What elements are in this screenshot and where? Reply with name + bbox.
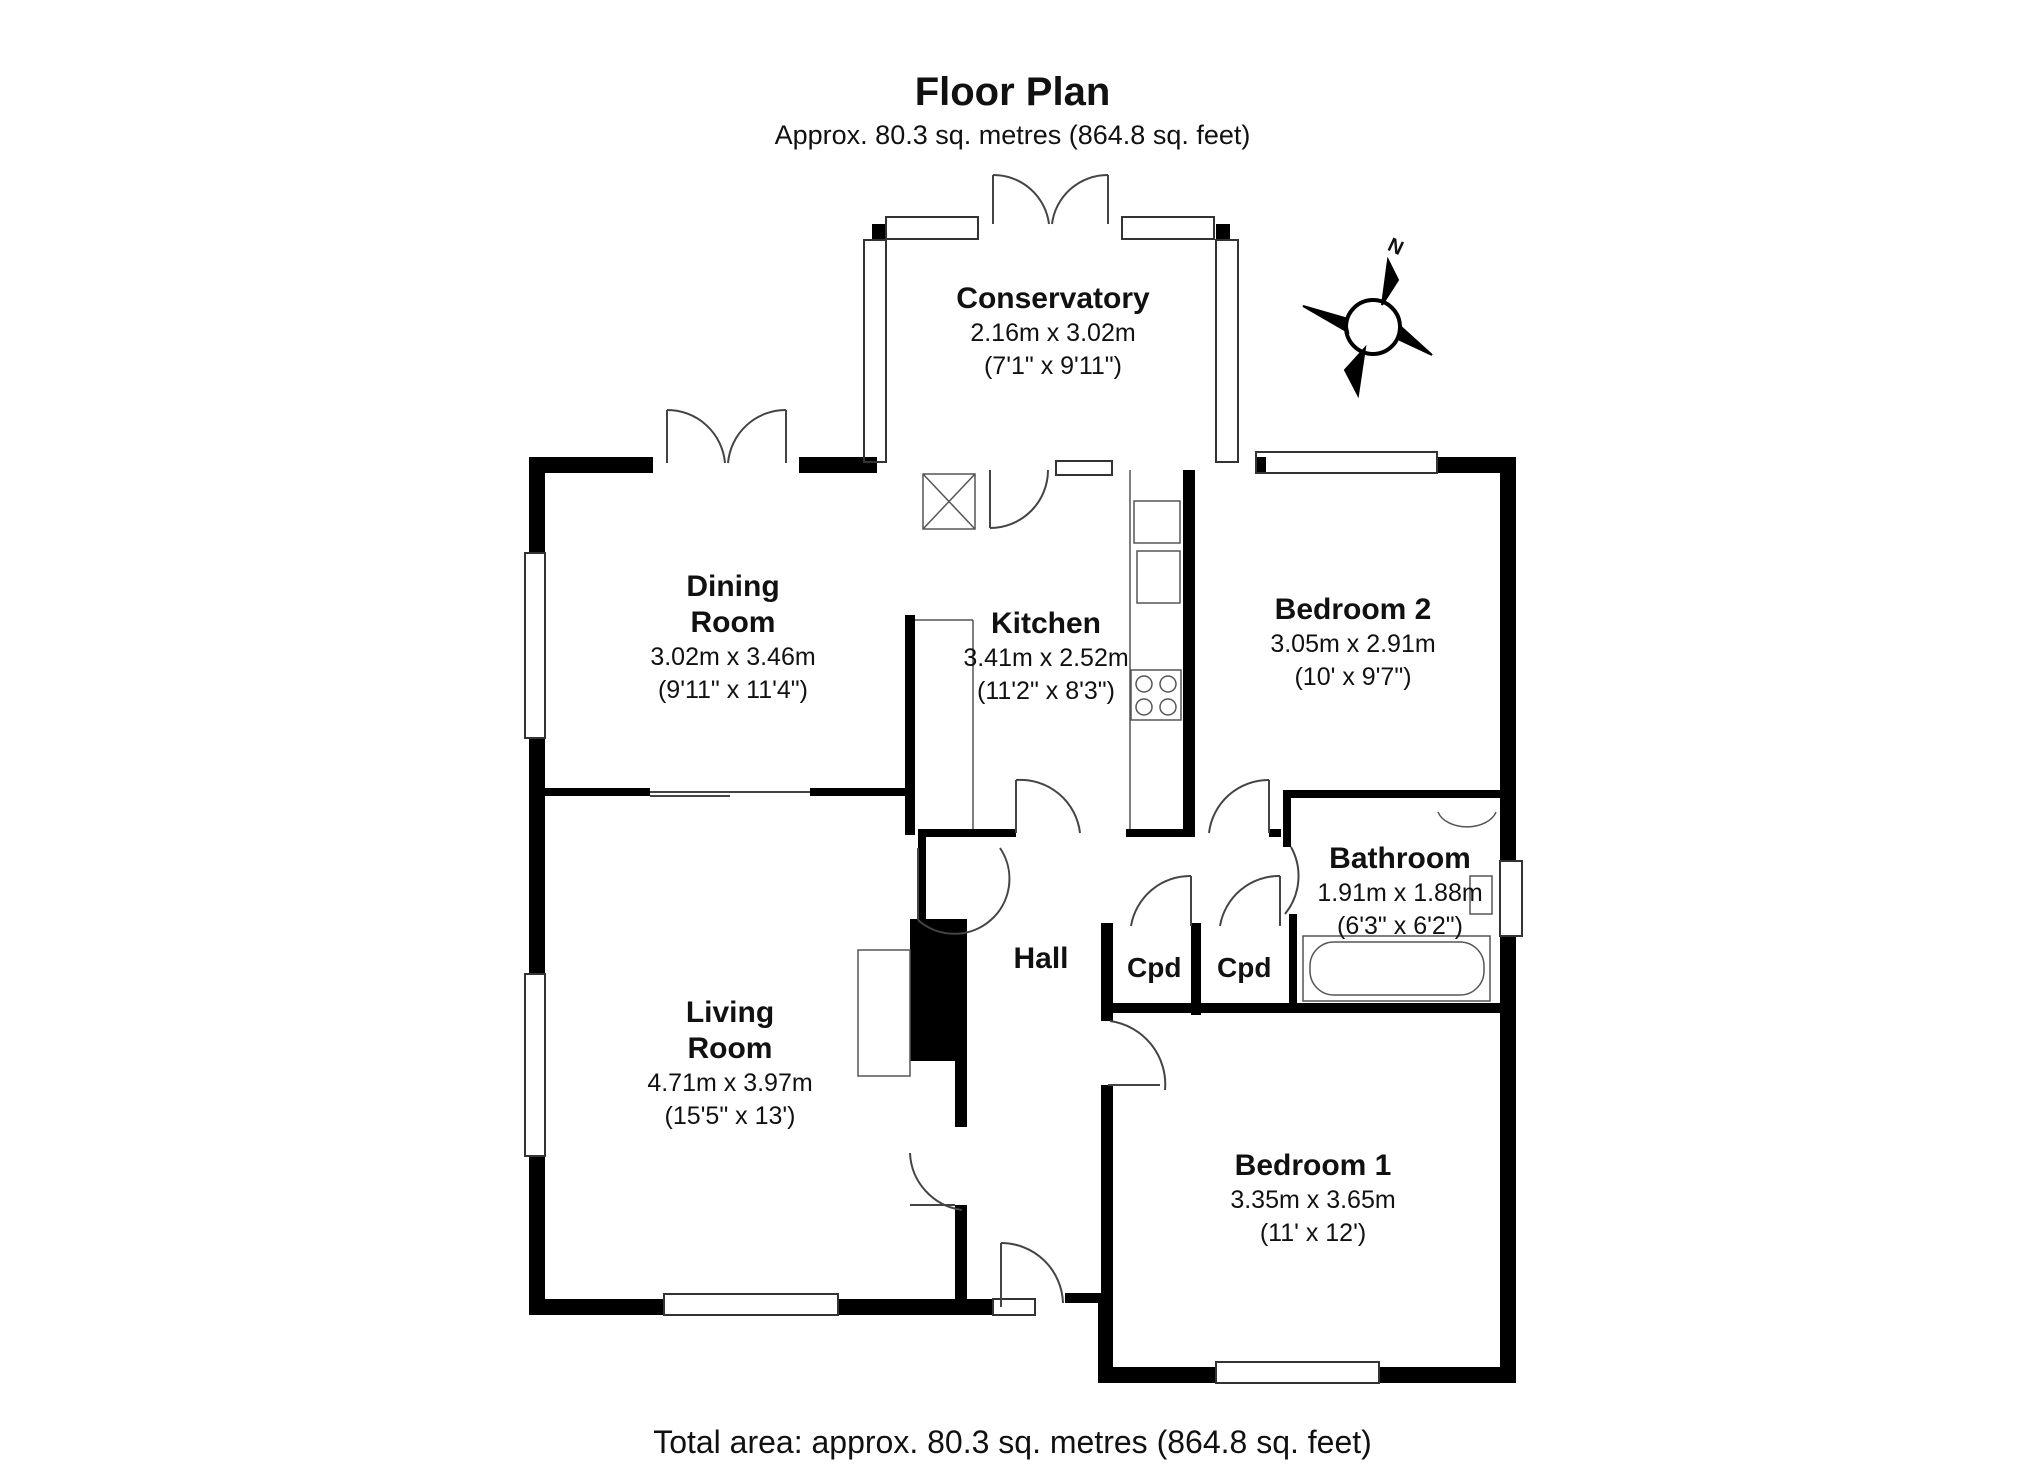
room-name: Conservatory <box>956 282 1150 315</box>
room-imperial: (7'1" x 9'11") <box>983 351 1122 380</box>
room-bedroom-2: Bedroom 2 3.05m x 2.91m (10' x 9'7") <box>1270 592 1435 693</box>
room-metric: 1.91m x 1.88m <box>1317 879 1483 907</box>
total-area: Total area: approx. 80.3 sq. metres (864… <box>653 1424 1372 1460</box>
room-name: Bedroom 2 <box>1274 593 1432 626</box>
room-name: Kitchen <box>990 607 1102 640</box>
room-bathroom: Bathroom 1.91m x 1.88m (6'3" x 6'2") <box>1317 841 1482 942</box>
doors <box>650 173 1300 1307</box>
room-kitchen: Kitchen 3.41m x 2.52m (11'2" x 8'3") <box>963 606 1128 707</box>
room-metric: 3.41m x 2.52m <box>963 644 1129 672</box>
room-imperial: (15'5" x 13') <box>664 1101 796 1130</box>
room-name-line2: Room <box>690 606 776 639</box>
room-metric: 2.16m x 3.02m <box>970 319 1136 347</box>
interior-walls <box>545 470 1516 1315</box>
room-imperial: (10' x 9'7") <box>1294 662 1412 691</box>
room-metric: 4.71m x 3.97m <box>647 1069 813 1097</box>
room-imperial: (9'11" x 11'4") <box>657 675 809 704</box>
room-metric: 3.05m x 2.91m <box>1270 630 1436 658</box>
room-dining: Dining Room 3.02m x 3.46m (9'11" x 11'4"… <box>650 569 815 706</box>
windows <box>524 216 1523 1384</box>
compass-rose-icon <box>1302 256 1433 399</box>
fixtures <box>857 470 1497 1077</box>
plan-subtitle: Approx. 80.3 sq. metres (864.8 sq. feet) <box>774 120 1251 150</box>
room-hall: Hall <box>1013 941 1068 977</box>
exterior-walls <box>529 224 1516 1383</box>
room-name-line2: Room <box>687 1032 773 1065</box>
room-name-line1: Living <box>685 996 775 1029</box>
room-imperial: (11' x 12') <box>1259 1218 1367 1247</box>
room-metric: 3.02m x 3.46m <box>650 643 816 671</box>
room-metric: 3.35m x 3.65m <box>1230 1186 1396 1214</box>
room-bedroom-1: Bedroom 1 3.35m x 3.65m (11' x 12') <box>1230 1148 1395 1249</box>
room-imperial: (6'3" x 6'2") <box>1337 911 1463 940</box>
room-name: Hall <box>1013 942 1069 975</box>
room-imperial: (11'2" x 8'3") <box>976 676 1116 705</box>
room-cupboard-1: Cpd <box>1127 952 1182 983</box>
room-conservatory: Conservatory 2.16m x 3.02m (7'1" x 9'11"… <box>956 281 1149 382</box>
room-name: Bedroom 1 <box>1234 1149 1392 1182</box>
room-cupboard-2: Cpd <box>1217 952 1272 983</box>
room-living: Living Room 4.71m x 3.97m (15'5" x 13') <box>647 995 812 1132</box>
plan-title: Floor Plan <box>914 70 1111 114</box>
room-name: Bathroom <box>1329 842 1471 875</box>
room-name-line1: Dining <box>686 570 780 603</box>
